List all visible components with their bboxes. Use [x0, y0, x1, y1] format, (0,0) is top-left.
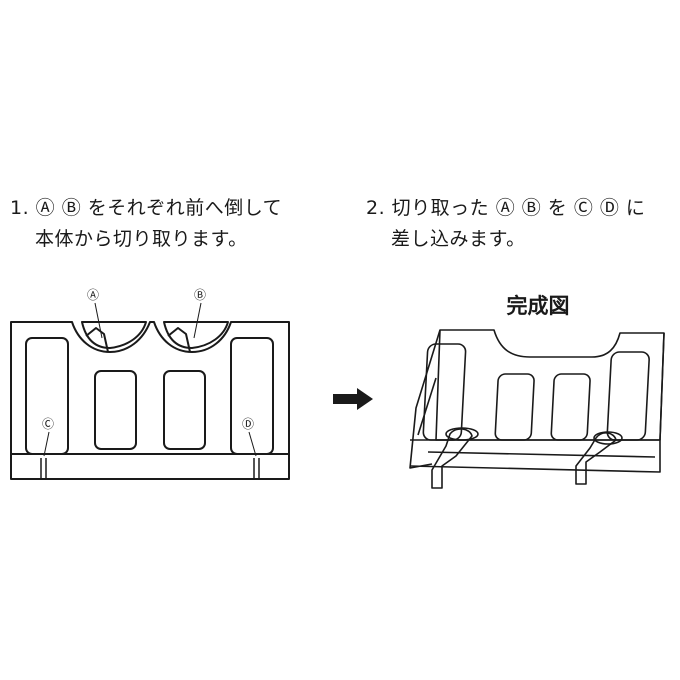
step-2-line-2: 差し込みます。 [391, 228, 526, 250]
step-1-line-1: 1. Ⓐ Ⓑ をそれぞれ前へ倒して [10, 197, 283, 219]
stand-tab-left [431, 428, 473, 489]
window-center-right [163, 370, 206, 450]
stand-tab-right [575, 432, 617, 485]
window-center-left [94, 370, 137, 450]
result-title: 完成図 [506, 294, 570, 318]
tab-b-outline [163, 321, 229, 349]
leader-b [193, 302, 202, 339]
stand-tab-left-top [445, 427, 479, 441]
stand-window-left [494, 373, 535, 441]
stand-slot-right [606, 351, 650, 441]
leader-d [248, 431, 257, 457]
tab-a-outline [81, 321, 147, 349]
step-2-instruction: 2. 切り取った Ⓐ Ⓑ を Ⓒ Ⓓ に 差し込みます。 [366, 193, 645, 255]
side-slot-right [230, 337, 274, 455]
leader-c [43, 431, 50, 457]
stand-tray-front [409, 439, 661, 473]
step-1-instruction: 1. Ⓐ Ⓑ をそれぞれ前へ倒して 本体から切り取ります。 [10, 193, 282, 255]
stand-right-edge [659, 332, 665, 441]
marker-c: Ⓒ [42, 417, 55, 431]
tab-b-hook [167, 327, 191, 353]
stand-tray-line [427, 451, 656, 458]
leader-a [94, 302, 103, 339]
marker-b: Ⓑ [194, 288, 207, 302]
right-arrow-icon [333, 388, 373, 410]
stand-left-inner [417, 377, 437, 436]
step-1-line-2: 本体から切り取ります。 [35, 228, 248, 250]
step-2-line-1: 2. 切り取った Ⓐ Ⓑ を Ⓒ Ⓓ に [366, 197, 646, 219]
side-slot-left [25, 337, 69, 455]
part-outline [10, 321, 290, 480]
marker-d: Ⓓ [242, 417, 255, 431]
stand-window-right [550, 373, 591, 441]
stand-slot-left [422, 343, 467, 441]
stand-back-panel [435, 329, 665, 441]
marker-a: Ⓐ [87, 288, 100, 302]
tab-a-hook [85, 327, 109, 353]
stand-tab-right-top [593, 431, 623, 445]
